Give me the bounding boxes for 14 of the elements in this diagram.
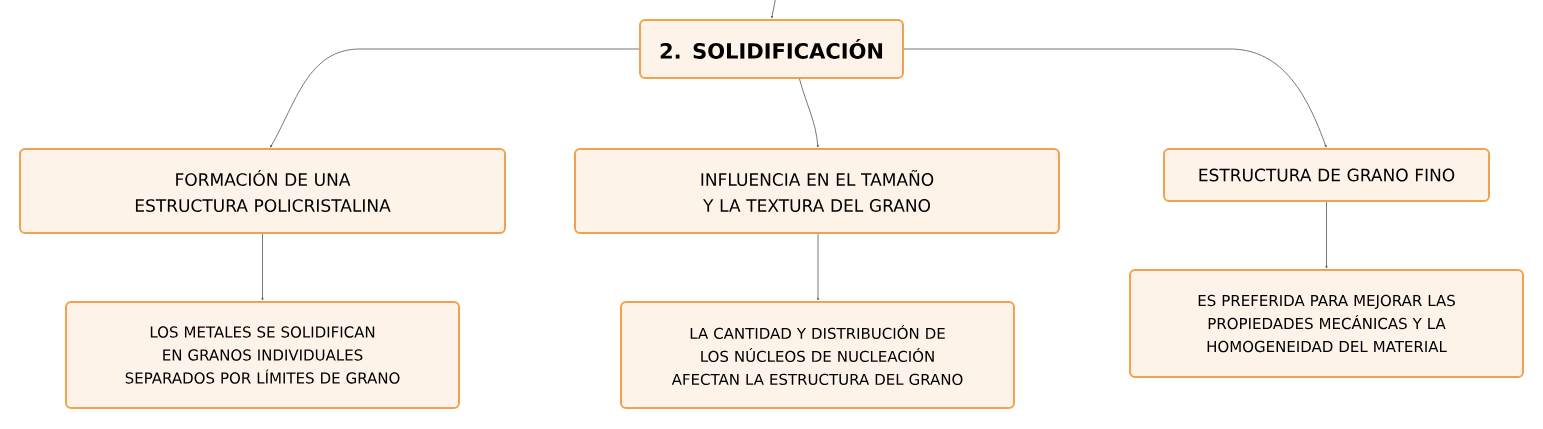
arrow — [903, 48, 1327, 148]
concept-box: FORMACIÓN DE UNA ESTRUCTURA POLICRISTALINA — [19, 148, 506, 234]
arrow — [816, 233, 820, 301]
arrow — [799, 78, 819, 148]
concept-box: INFLUENCIA EN EL TAMAÑO Y LA TEXTURA DEL GRANO — [574, 148, 1060, 234]
concept-box: ES PREFERIDA PARA MEJORAR LAS PROPIEDADES MECÁNICAS Y LA HOMOGENEIDAD DEL MATERIAL — [1129, 269, 1524, 378]
arrow — [1325, 201, 1328, 269]
concept-box: LOS METALES SE SOLIDIFICAN EN GRANOS INDIVIDUALES SEPARADOS POR LÍMITES DE GRANO — [65, 301, 460, 409]
arrow — [261, 233, 264, 301]
arrow — [270, 48, 640, 148]
arrow — [771, 0, 776, 19]
title-box: 2. SOLIDIFICACIÓN — [639, 19, 904, 79]
concept-box: ESTRUCTURA DE GRANO FINO — [1163, 148, 1490, 202]
concept-box: LA CANTIDAD Y DISTRIBUCIÓN DE LOS NÚCLEOS DE NUCLEACIÓN AFECTAN LA ESTRUCTURA DEL GRANO — [620, 301, 1015, 409]
